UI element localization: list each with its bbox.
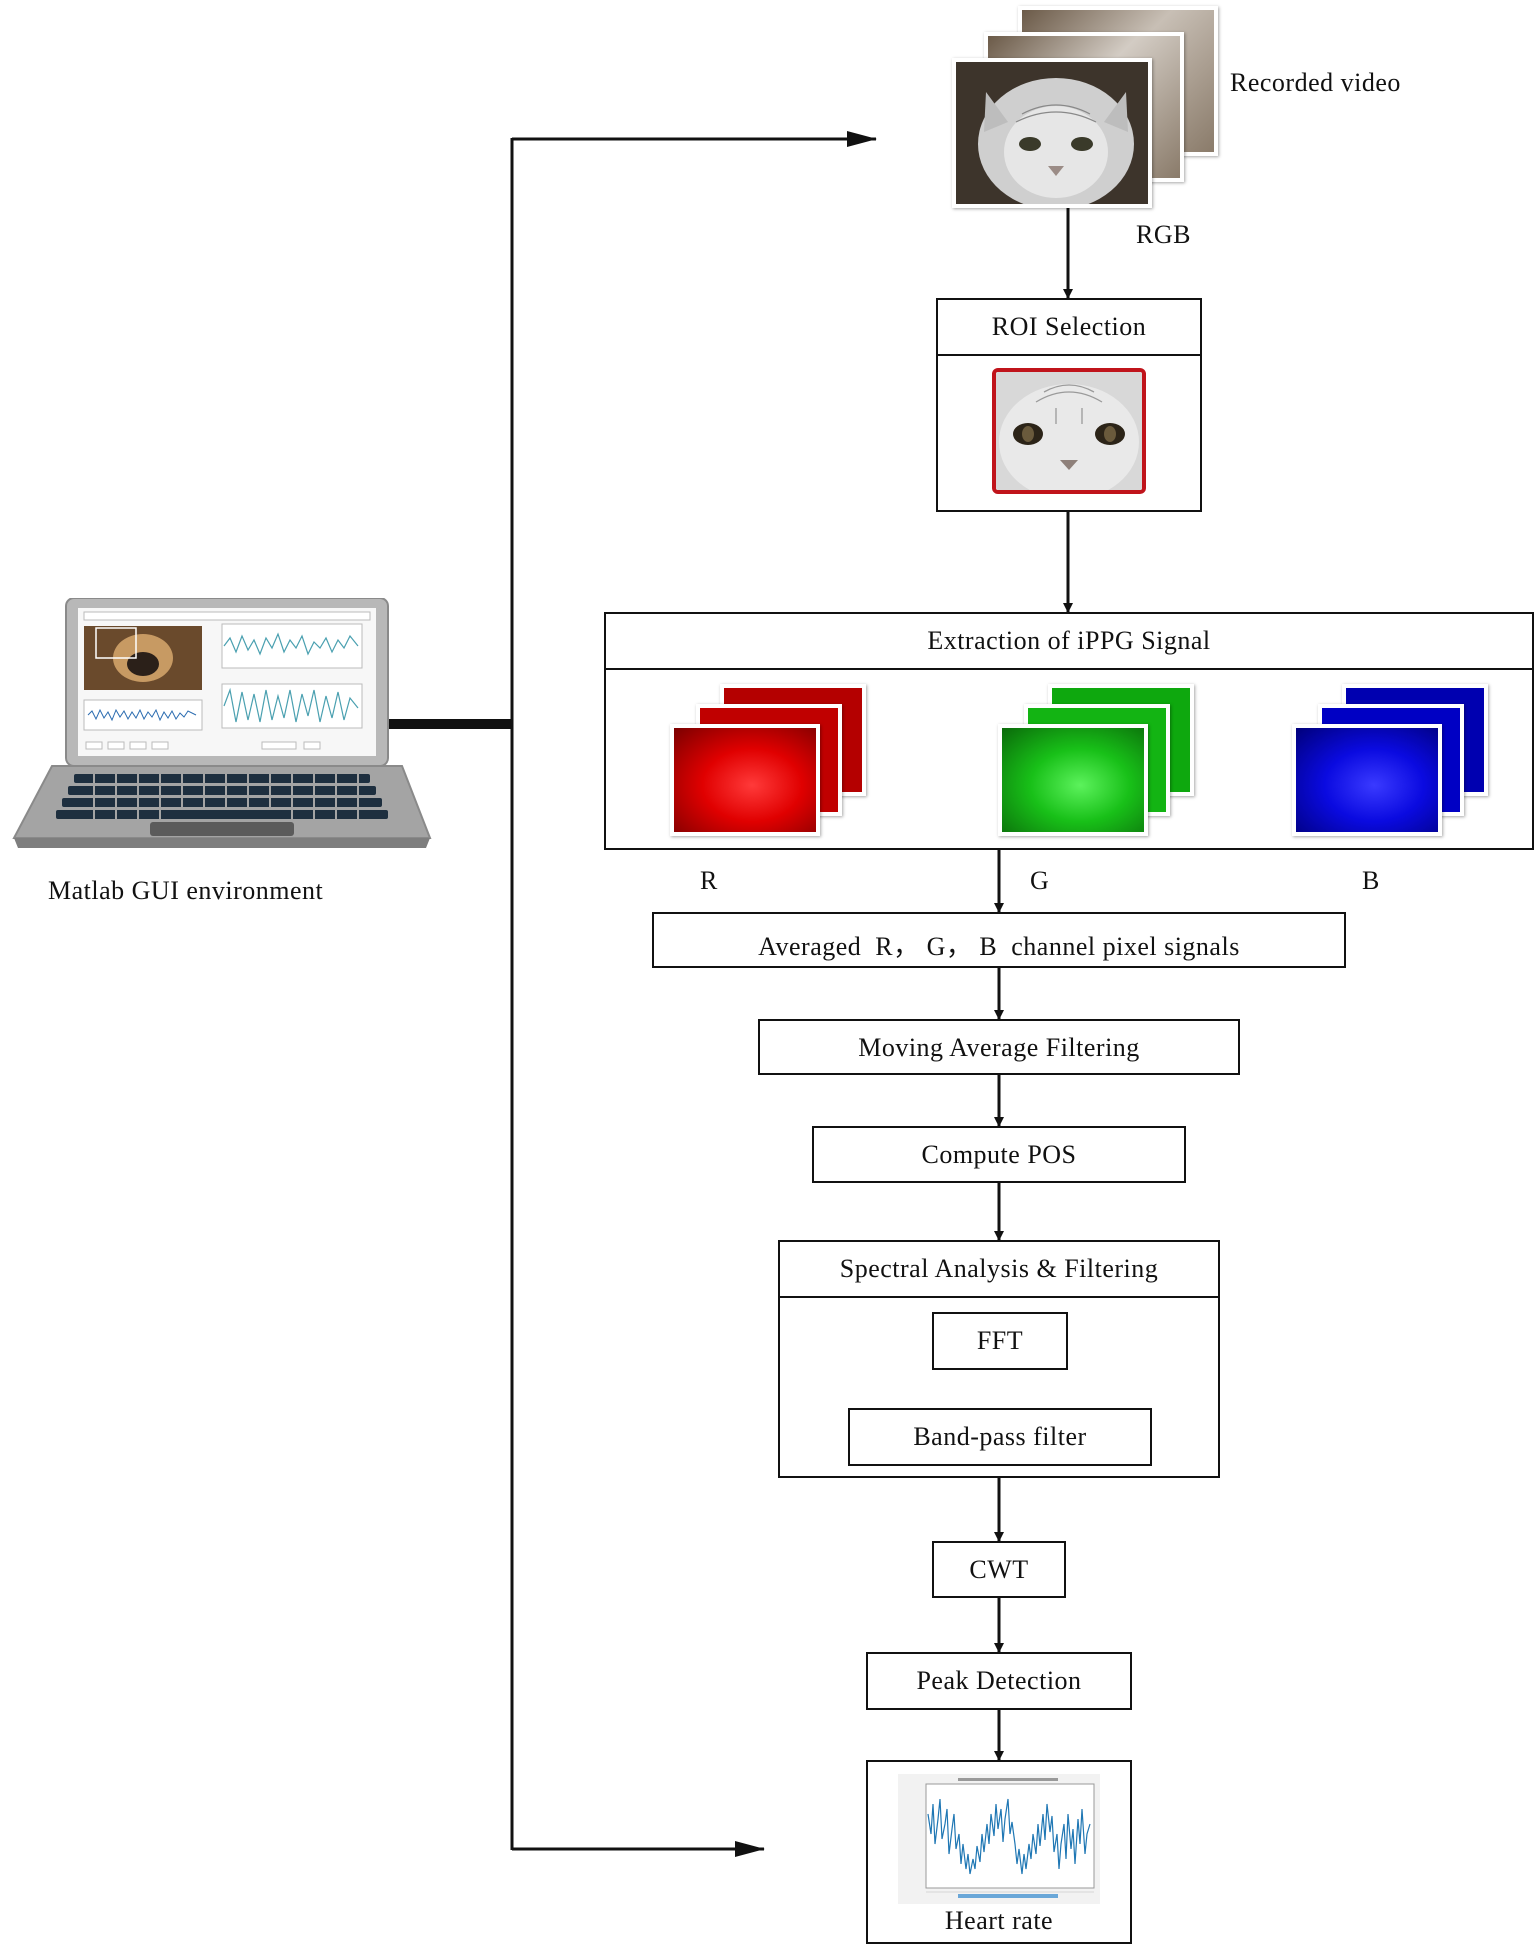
red-channel-stack	[670, 684, 870, 836]
extraction-divider	[606, 668, 1532, 670]
fft-box: FFT	[932, 1312, 1068, 1370]
bandpass-filter-box: Band-pass filter	[848, 1408, 1152, 1466]
cat-image	[956, 62, 1148, 204]
averaged-signals-box: Averaged R， G， B channel pixel signals	[652, 912, 1346, 968]
video-frame-stack	[952, 6, 1220, 210]
video-frame-1	[952, 58, 1152, 208]
fft-label: FFT	[976, 1326, 1024, 1355]
moving-average-label: Moving Average Filtering	[858, 1033, 1140, 1062]
cwt-box: CWT	[932, 1541, 1066, 1598]
heart-rate-label: Heart rate	[944, 1906, 1054, 1935]
heart-rate-chart-thumbnail	[898, 1774, 1100, 1904]
compute-pos-label: Compute POS	[921, 1140, 1077, 1169]
video-caption: Recorded video	[1230, 68, 1401, 97]
green-frame-1	[998, 724, 1148, 836]
peak-detection-label: Peak Detection	[916, 1666, 1082, 1695]
cat-face-icon	[996, 372, 1142, 490]
blue-frame-1	[1292, 724, 1442, 836]
roi-selection-box: ROI Selection	[936, 298, 1202, 512]
spectral-analysis-box: Spectral Analysis & Filtering FFT Band-p…	[778, 1240, 1220, 1478]
extraction-box: Extraction of iPPG Signal	[604, 612, 1534, 850]
green-channel-stack	[998, 684, 1198, 836]
roi-title: ROI Selection	[991, 312, 1147, 341]
compute-pos-box: Compute POS	[812, 1126, 1186, 1183]
blue-channel-stack	[1292, 684, 1492, 836]
heart-rate-plot	[898, 1774, 1100, 1904]
spectral-divider	[780, 1296, 1218, 1298]
peak-detection-box: Peak Detection	[866, 1652, 1132, 1710]
heart-rate-box: Heart rate	[866, 1760, 1132, 1944]
roi-crop-image	[992, 368, 1146, 494]
channel-label-g: G	[1030, 866, 1050, 895]
roi-divider	[938, 354, 1200, 356]
extraction-title: Extraction of iPPG Signal	[927, 626, 1211, 655]
spectral-analysis-title: Spectral Analysis & Filtering	[839, 1254, 1159, 1283]
bandpass-filter-label: Band-pass filter	[913, 1422, 1087, 1451]
rgb-label: RGB	[1136, 220, 1191, 249]
laptop-caption: Matlab GUI environment	[48, 876, 324, 905]
red-frame-1	[670, 724, 820, 836]
moving-average-box: Moving Average Filtering	[758, 1019, 1240, 1075]
laptop-icon	[12, 597, 432, 848]
channel-label-r: R	[700, 866, 718, 895]
cwt-label: CWT	[969, 1555, 1029, 1584]
laptop-illustration	[12, 597, 432, 852]
channel-label-b: B	[1362, 866, 1380, 895]
averaged-signals-label: Averaged R， G， B channel pixel signals	[758, 932, 1240, 961]
